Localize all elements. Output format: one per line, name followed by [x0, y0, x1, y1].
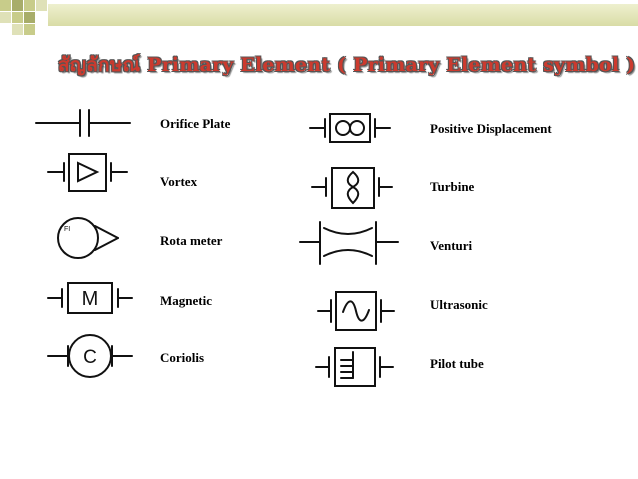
label-coriolis: Coriolis: [160, 350, 205, 365]
label-pilot-tube: Pilot tube: [430, 356, 484, 371]
top-bar: [48, 4, 638, 26]
label-ultrasonic: Ultrasonic: [430, 297, 488, 312]
coriolis-icon: [47, 334, 133, 378]
magnetic-icon: [47, 282, 133, 314]
page-title: สัญลักษณ์ Primary Element ( Primary Elem…: [58, 54, 636, 76]
label-vortex: Vortex: [160, 174, 198, 189]
label-magnetic: Magnetic: [160, 293, 212, 308]
magnetic-letter: M: [82, 288, 99, 310]
label-turbine: Turbine: [430, 179, 475, 194]
label-orifice-plate: Orifice Plate: [160, 116, 231, 131]
rotameter-tag: FI: [64, 226, 70, 233]
venturi-icon: [299, 221, 399, 265]
label-rotameter: Rota meter: [160, 233, 223, 248]
label-positive-displacement: Positive Displacement: [430, 121, 552, 136]
turbine-icon: [311, 167, 393, 209]
ultrasonic-icon: [317, 291, 395, 331]
positive-displacement-icon: [309, 113, 391, 143]
coriolis-letter: C: [83, 347, 97, 368]
rotameter-icon: [57, 217, 119, 259]
label-venturi: Venturi: [430, 238, 473, 253]
orifice-plate-icon: [35, 109, 131, 137]
pilot-tube-icon: [315, 347, 394, 387]
decorative-squares: [0, 0, 60, 50]
vortex-icon: [47, 153, 128, 192]
